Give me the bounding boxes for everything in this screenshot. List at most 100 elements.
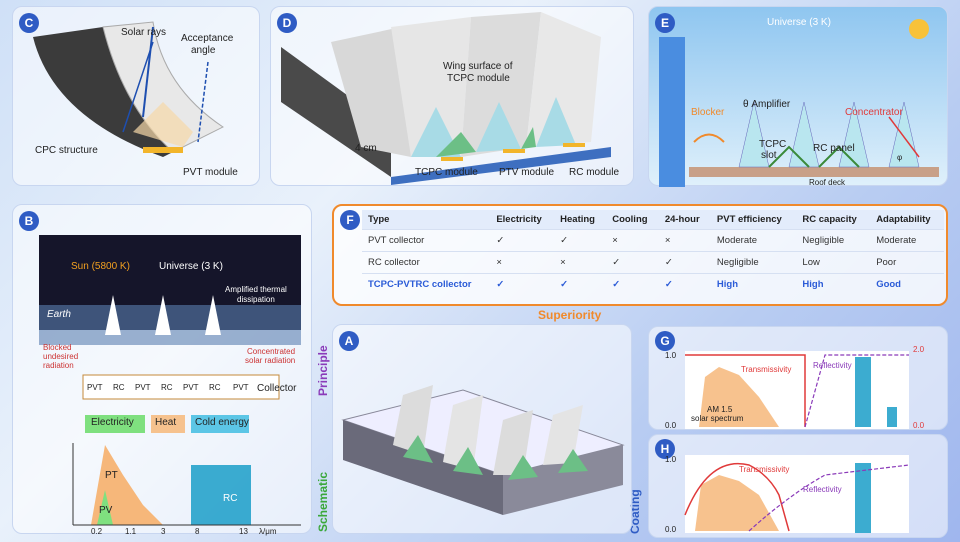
cell: Low [796,251,871,274]
amplified-label: Amplified thermal [225,285,287,294]
panel-h-badge: H [655,439,675,459]
panel-d-badge: D [277,13,297,33]
heat-label: Heat [155,417,177,428]
tick-1-1: 1.1 [125,527,137,536]
tcpc-label: TCPC [759,139,787,150]
roof-deck-label: Roof deck [809,178,846,187]
collector-row-1: PVT [87,383,103,392]
rc-module-label: RC module [569,167,620,178]
solar-rays-label: Solar rays [121,27,167,38]
building-illustration [659,19,939,187]
amplified-label-2: dissipation [237,295,275,304]
collector-label: Collector [257,383,297,394]
collector-row-4: RC [161,383,173,392]
g-ytick-5: 0.0 [665,421,677,430]
panel-f: F Type Electricity Heating Cooling 24-ho… [332,204,948,306]
pvt-module-label: PVT module [183,167,238,178]
tick-0-2: 0.2 [91,527,103,536]
wavelength-axis-label: λ/μm [259,527,277,536]
tick-13: 13 [239,527,248,536]
cell: Moderate [870,229,944,252]
col-pvt-efficiency: PVT efficiency [710,210,797,230]
cell: × [606,229,659,252]
earth-label: Earth [47,309,71,320]
cell: ✓ [658,273,711,295]
h-transmissivity-label: Transmissivity [739,465,790,474]
cell: × [490,251,555,274]
panel-e-badge: E [655,13,675,33]
cell: High [796,273,871,295]
cell: ✓ [490,273,555,295]
wing-surface-label: Wing surface of [443,61,513,72]
principle-schematic [39,235,301,526]
g-reflectivity-label: Reflectivity [813,361,852,370]
cold-energy-label: Cold energy [195,417,249,428]
col-rc-capacity: RC capacity [796,210,871,230]
ptv-module-label: PTV module [499,167,555,178]
amplifier-label: θ Amplifier [743,99,791,110]
sun-label: Sun (5800 K) [71,261,130,272]
col-24-hour: 24-hour [658,210,711,230]
collector-array-illustration [341,385,625,515]
collector-row-3: PVT [135,383,151,392]
collector-row-6: RC [209,383,221,392]
panel-d: D Wing surface of TCPC module 4 cm TCPC … [270,6,634,186]
concentrator-label: Concentrator [845,107,903,118]
universe-b-label: Universe (3 K) [159,261,223,272]
angle-label: angle [191,45,216,56]
h-ytick-5: 0.0 [665,525,677,534]
panel-b: B Sun (5800 K) Universe (3 K) Earth Ampl… [12,204,312,536]
cell: RC collector [362,251,491,274]
cell: ✓ [606,273,659,295]
comparison-table: Type Electricity Heating Cooling 24-hour… [362,210,944,295]
concentrated-label: Concentrated [247,347,296,356]
cell: TCPC-PVTRC collector [362,273,491,295]
electricity-label: Electricity [91,417,134,428]
panel-f-badge: F [340,210,360,230]
wing-surface-label-2: TCPC module [447,73,510,84]
blocked-label: Blocked [43,343,72,352]
cell: × [554,251,607,274]
g-y2tick-4: 0.0 [913,421,925,430]
panel-g: G Transmissivity Reflectivity AM 1.5 sol… [648,326,948,430]
table-header-row: Type Electricity Heating Cooling 24-hour… [362,210,944,230]
collector-row-5: PVT [183,383,199,392]
blocker-label: Blocker [691,107,725,118]
pv-label: PV [99,505,113,516]
cell: Good [870,273,944,295]
acceptance-label: Acceptance [181,33,234,44]
rc-panel-label: RC panel [813,143,855,154]
concentrated-label-2: solar radiation [245,356,296,365]
cell: ✓ [554,229,607,252]
universe-label: Universe (3 K) [767,17,831,28]
tcpc-module-illustration [281,12,611,185]
slot-label: slot [761,150,777,161]
cell: High [710,273,797,295]
cell: ✓ [490,229,555,252]
panel-c-badge: C [19,13,39,33]
cell: Negligible [796,229,871,252]
cell: Negligible [710,251,797,274]
tick-8: 8 [195,527,200,536]
cell: Poor [870,251,944,274]
cell: ✓ [554,273,607,295]
cpc-illustration [33,21,224,157]
col-type: Type [362,210,491,230]
cell: Moderate [710,229,797,252]
panel-e: E Universe (3 K) Blocker θ Amplifier TCP… [648,6,948,187]
col-cooling: Cooling [606,210,659,230]
blocked-label-3: radiation [43,361,74,370]
tick-3: 3 [161,527,166,536]
col-adaptability: Adaptability [870,210,944,230]
chart-h [684,455,910,533]
panel-h: H Transmissivity Reflectivity 1.0 0.0 [648,434,948,538]
panel-a: A [332,324,632,534]
g-ytick-0: 1.0 [665,351,677,360]
cpc-structure-label: CPC structure [35,145,98,156]
cell: × [658,229,711,252]
chart-g [685,351,909,429]
schematic-label: Schematic [316,471,330,532]
col-heating: Heating [554,210,607,230]
